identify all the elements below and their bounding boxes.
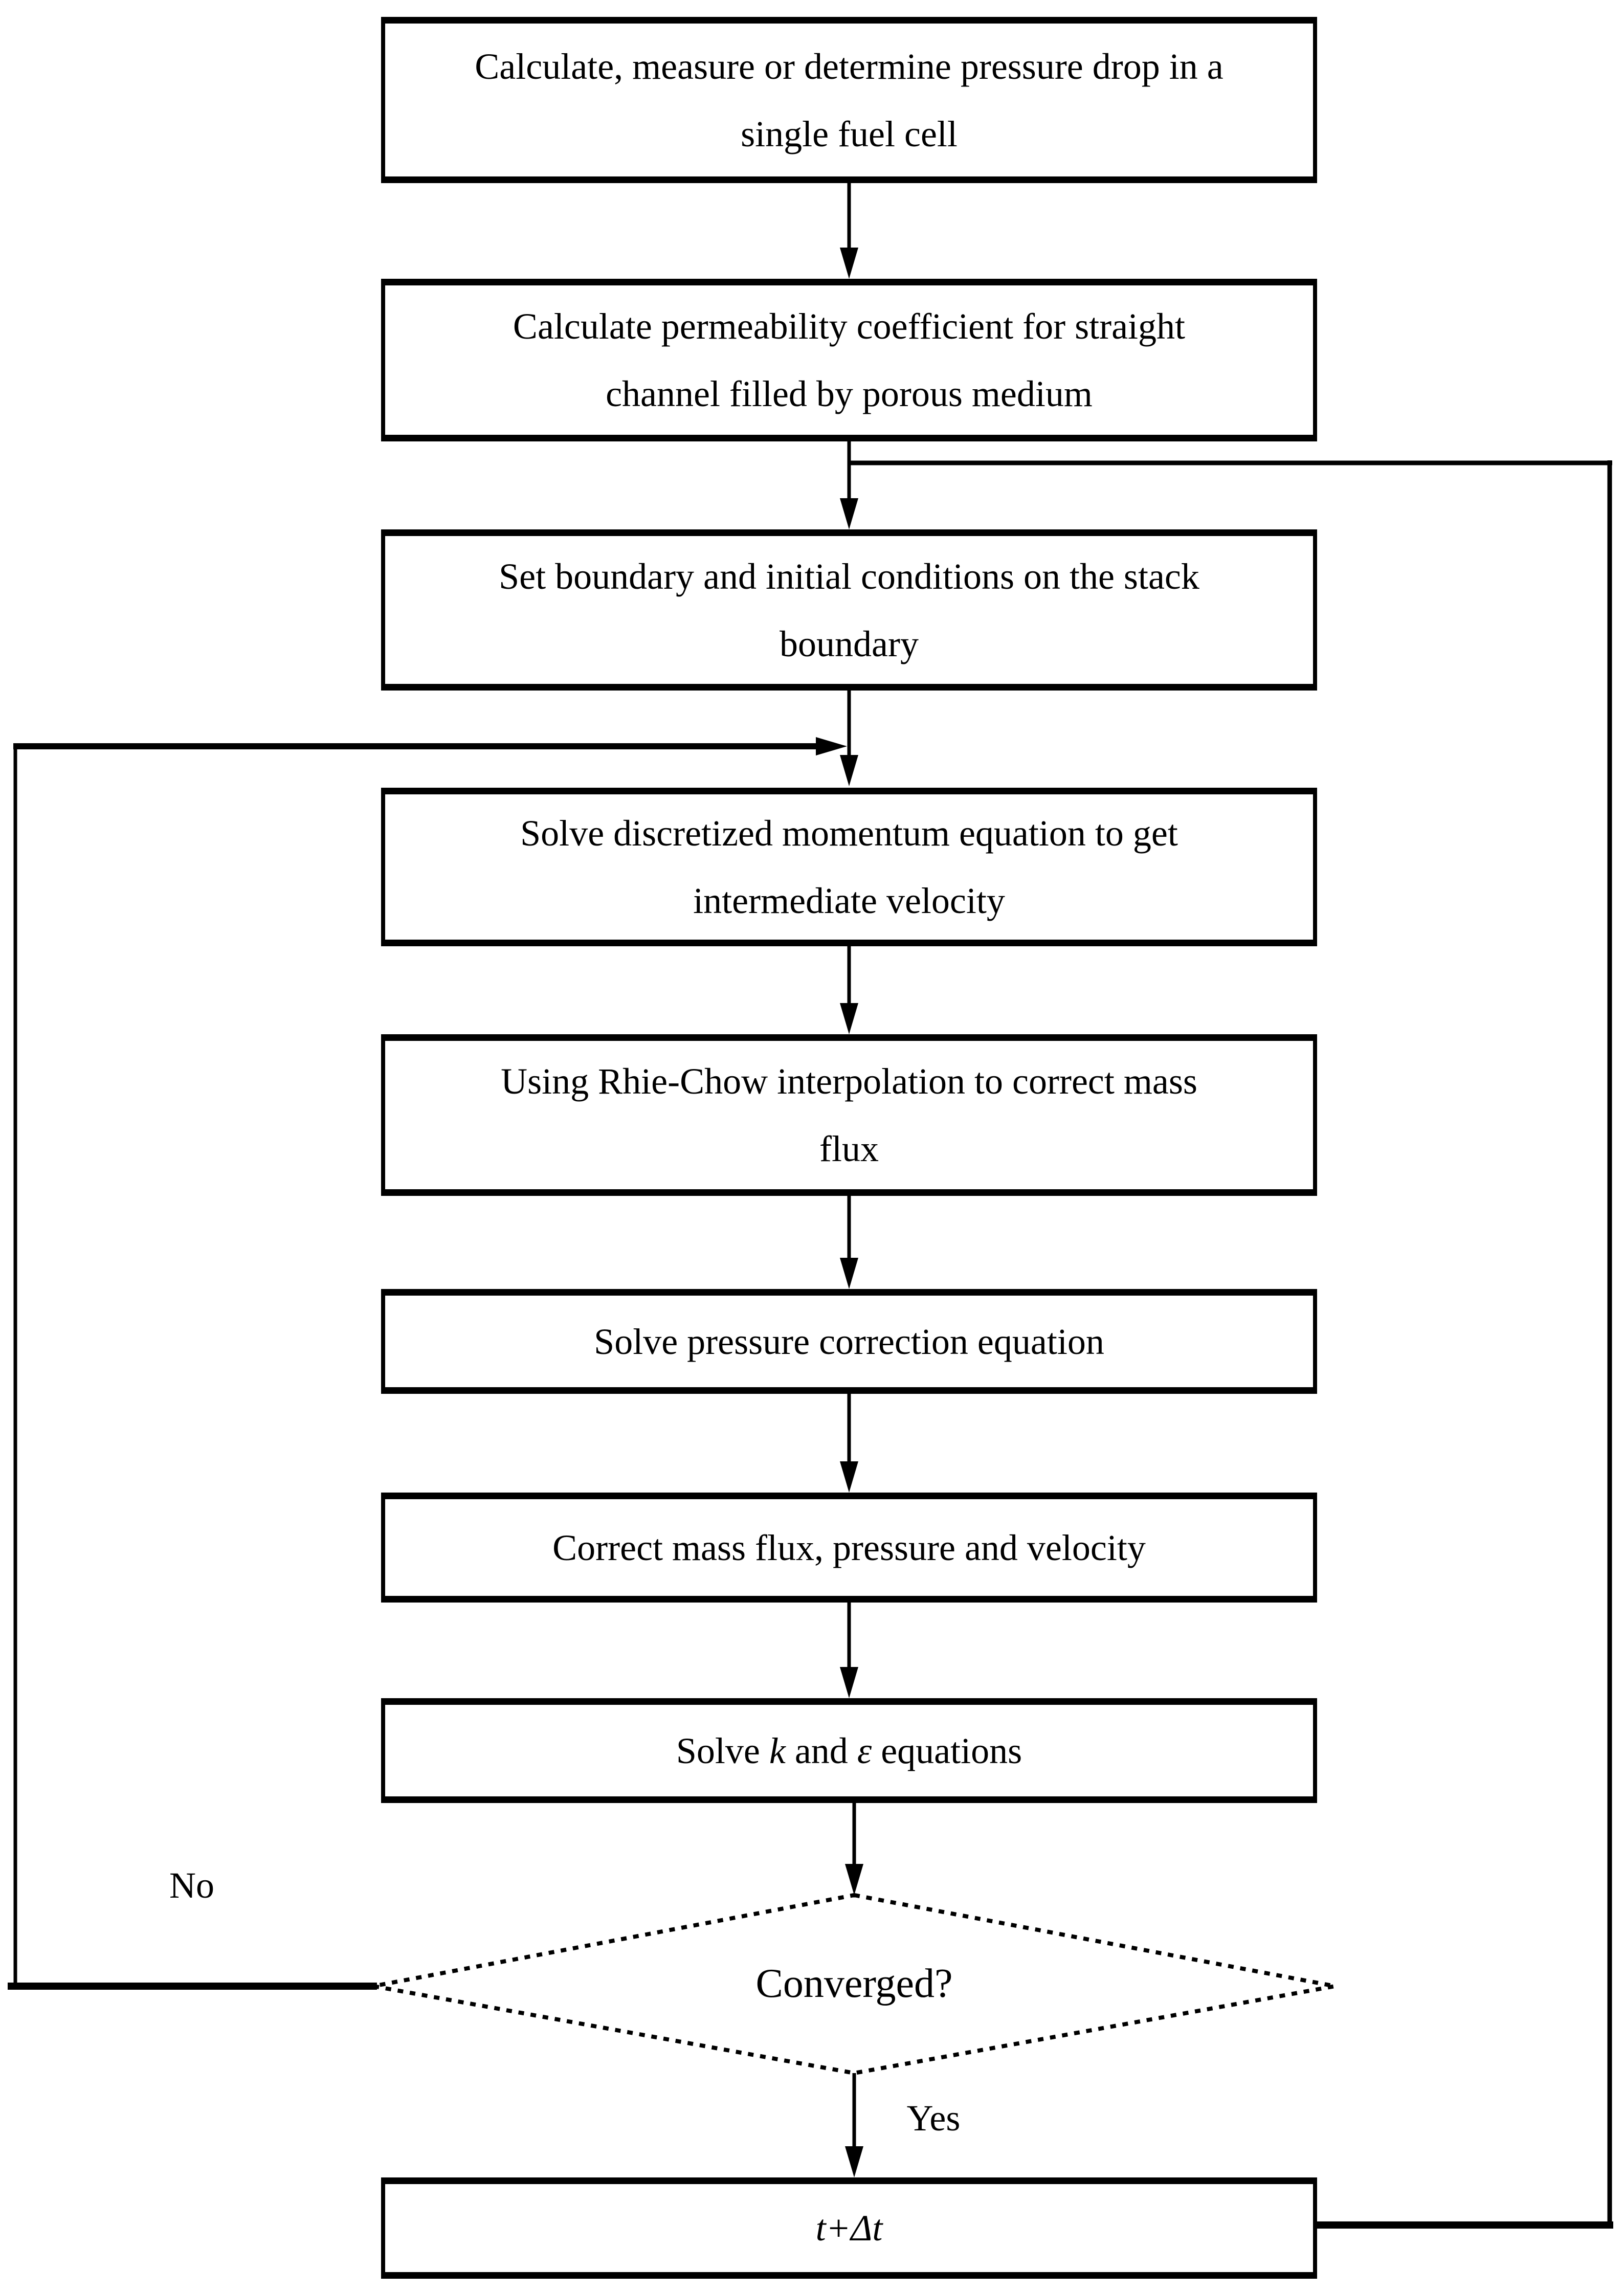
arrowhead-into-terminal xyxy=(845,2146,863,2177)
flow-box-text: Solve k and ε equations xyxy=(676,1730,1022,1771)
flow-box-text: flux xyxy=(819,1128,879,1169)
flow-box-text: Calculate permeability coefficient for s… xyxy=(513,306,1186,347)
arrowhead-into-box3 xyxy=(840,498,858,529)
decision-diamond-shape xyxy=(373,1893,1336,2076)
flow-box-boundary-conditions: Set boundary and initial conditions on t… xyxy=(381,529,1317,691)
flow-box-text: Solve pressure correction equation xyxy=(594,1321,1104,1362)
flow-box-text: t+Δt xyxy=(815,2208,883,2249)
arrowhead-into-box7 xyxy=(840,1461,858,1493)
decision-diamond-label: Converged? xyxy=(755,1961,953,2006)
flow-box-correct-mass-flux: Correct mass flux, pressure and velocity xyxy=(381,1493,1317,1603)
arrowhead-into-box4 xyxy=(840,755,858,786)
flow-box-k-epsilon-equations: Solve k and ε equations xyxy=(381,1698,1317,1803)
arrowhead-into-diamond xyxy=(845,1864,863,1895)
arrowhead-into-box2 xyxy=(840,248,858,279)
arrowhead-into-box5 xyxy=(840,1003,858,1034)
flow-box-rhie-chow-interpolation: Using Rhie-Chow interpolation to correct… xyxy=(381,1034,1317,1196)
flow-box-pressure-drop: Calculate, measure or determine pressure… xyxy=(381,17,1317,183)
arrowhead-no-loop-into-spine xyxy=(816,737,847,755)
flow-box-text: Solve discretized momentum equation to g… xyxy=(520,813,1178,854)
flow-box-pressure-correction: Solve pressure correction equation xyxy=(381,1289,1317,1394)
edge-label-yes: Yes xyxy=(906,2098,961,2139)
flow-box-permeability-coefficient: Calculate permeability coefficient for s… xyxy=(381,279,1317,441)
flow-box-text: Set boundary and initial conditions on t… xyxy=(499,555,1199,597)
flow-box-text: boundary xyxy=(780,623,919,664)
flow-box-text: channel filled by porous medium xyxy=(606,373,1093,414)
flow-box-time-step: t+Δt xyxy=(381,2177,1317,2279)
flow-box-text: single fuel cell xyxy=(741,113,958,154)
flow-box-text: intermediate velocity xyxy=(693,880,1005,921)
arrowhead-into-box8 xyxy=(840,1667,858,1698)
flow-box-text: Correct mass flux, pressure and velocity xyxy=(552,1527,1146,1568)
arrowhead-into-box6 xyxy=(840,1258,858,1289)
flow-box-text: Calculate, measure or determine pressure… xyxy=(475,46,1223,87)
edge-label-no: No xyxy=(169,1865,214,1906)
flow-box-momentum-equation: Solve discretized momentum equation to g… xyxy=(381,788,1317,946)
flow-box-text: Using Rhie-Chow interpolation to correct… xyxy=(501,1061,1197,1102)
